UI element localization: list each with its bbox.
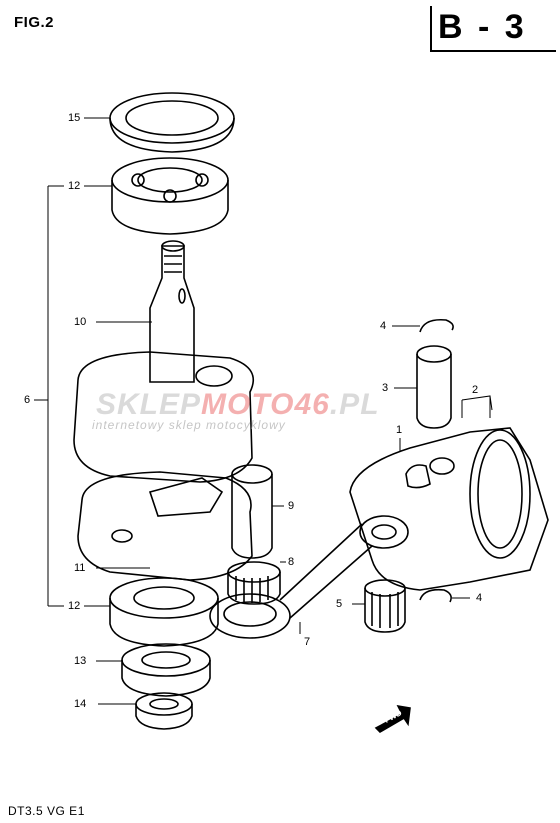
part-1-piston	[349, 427, 549, 591]
callout-10: 10	[74, 316, 87, 328]
section-code: B - 3	[438, 8, 527, 46]
part-4-circlip-lower	[419, 588, 452, 603]
callout-3: 3	[382, 382, 389, 394]
callout-9: 9	[288, 500, 295, 512]
part-9-crank-pin	[231, 464, 273, 559]
callout-12-upper: 12	[68, 180, 81, 192]
callout-7: 7	[304, 636, 311, 648]
part-15-ring	[109, 92, 235, 153]
watermark-brand-red: MOTO46	[201, 388, 330, 421]
part-3-piston-pin	[416, 345, 452, 429]
part-12-upper-bearing	[111, 157, 229, 235]
part-13-seal	[121, 643, 211, 697]
figure-label: FIG.2	[14, 14, 55, 31]
part-4-circlip-upper	[419, 318, 454, 333]
callout-2: 2	[472, 384, 479, 396]
part-12-lower-bearing	[109, 577, 219, 647]
part-14-small-seal	[135, 692, 193, 730]
callout-1: 1	[396, 424, 403, 436]
watermark-tagline: internetowy sklep motocyklowy	[92, 418, 286, 432]
callout-4-upper: 4	[380, 320, 387, 332]
callout-14: 14	[74, 698, 87, 710]
callout-5: 5	[336, 598, 343, 610]
callout-13: 13	[74, 655, 87, 667]
callout-11: 11	[74, 562, 86, 574]
section-code-box	[430, 6, 556, 52]
callout-12-lower: 12	[68, 600, 81, 612]
part-5-small-end-bearing	[364, 579, 406, 633]
model-code: DT3.5 VG E1	[8, 804, 85, 818]
part-11-crankshaft-lower	[77, 471, 253, 581]
watermark-brand: SKLEPMOTO46.PL	[96, 388, 380, 422]
watermark-brand-tail: .PL	[329, 388, 380, 421]
callout-6: 6	[24, 394, 31, 406]
leader-lines	[34, 117, 493, 705]
part-7-connecting-rod	[209, 515, 409, 639]
part-10-crankshaft-upper	[73, 240, 255, 483]
callout-4-lower: 4	[476, 592, 483, 604]
part-8-needle-bearing	[227, 561, 281, 605]
callout-8: 8	[288, 556, 295, 568]
callout-15: 15	[68, 112, 81, 124]
watermark-brand-grey: SKLEP	[96, 388, 202, 421]
fwd-arrow-icon	[374, 704, 411, 734]
